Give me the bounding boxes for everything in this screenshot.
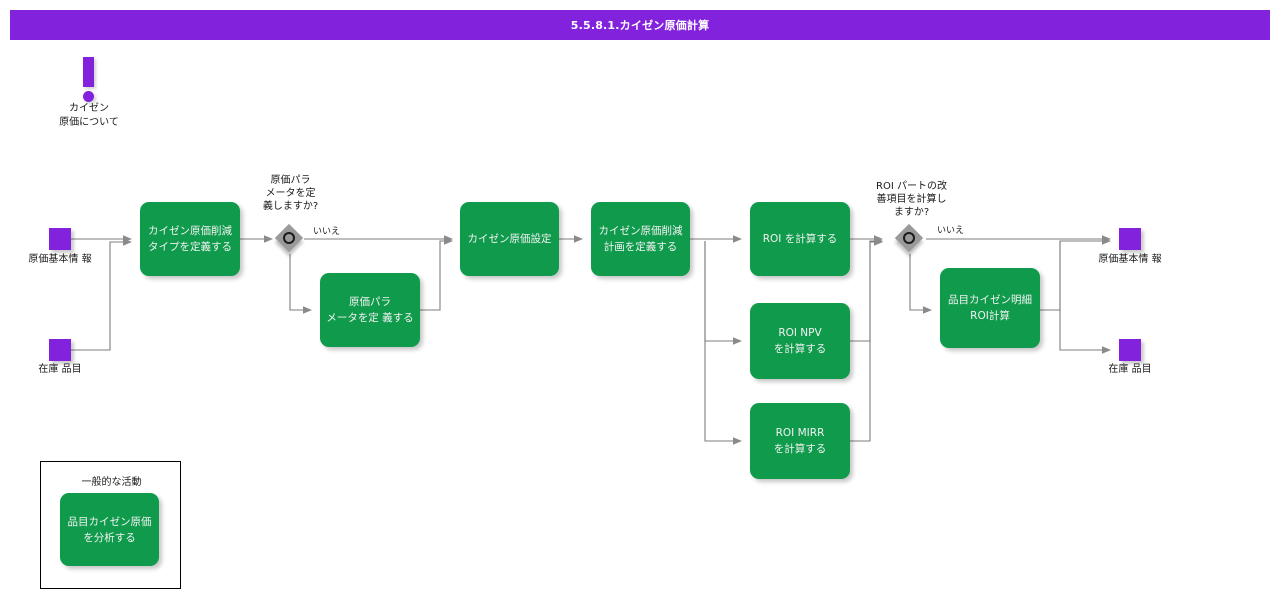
process-label: 品目カイゼン明細 ROI計算 bbox=[948, 294, 1032, 322]
entity-inventory-item-left[interactable] bbox=[49, 339, 71, 361]
decision-ring-icon bbox=[283, 232, 295, 244]
process-label: ROI MIRR を計算する bbox=[773, 427, 827, 455]
decision-calculate-roi-part-improvement[interactable] bbox=[894, 223, 924, 253]
entity-cost-master-info-left[interactable] bbox=[49, 228, 71, 250]
decision-ring-icon bbox=[903, 232, 915, 244]
process-label: 原価パラ メータを定 義する bbox=[326, 296, 414, 324]
window-title-bar: 5.5.8.1.カイゼン原価計算 bbox=[10, 10, 1270, 40]
entity-inventory-item-right-label: 在庫 品目 bbox=[1108, 364, 1152, 375]
process-label: 品目カイゼン原価 を分析する bbox=[67, 515, 152, 544]
process-define-kaizen-cost-reduction-type[interactable]: カイゼン原価削減 タイプを定義する bbox=[140, 202, 240, 276]
decision-define-cost-parameters[interactable] bbox=[274, 223, 304, 253]
decision-define-cost-parameters-label: 原価パラ メータを定 義しますか? bbox=[262, 175, 319, 212]
process-label: カイゼン原価削減 タイプを定義する bbox=[148, 225, 232, 253]
decision-calculate-roi-part-improvement-label: ROI パートの改 善項目を計算し ますか? bbox=[876, 181, 947, 218]
decision-1-no-label: いいえ bbox=[313, 227, 341, 237]
process-calculate-roi-npv[interactable]: ROI NPV を計算する bbox=[750, 303, 850, 379]
page-title: 5.5.8.1.カイゼン原価計算 bbox=[570, 19, 710, 32]
process-item-kaizen-detail-roi-calc[interactable]: 品目カイゼン明細 ROI計算 bbox=[940, 268, 1040, 348]
exclamation-dot bbox=[83, 91, 94, 102]
process-calculate-roi-mirr[interactable]: ROI MIRR を計算する bbox=[750, 403, 850, 479]
exclamation-bar bbox=[83, 57, 94, 87]
entity-inventory-item-left-label: 在庫 品目 bbox=[38, 364, 82, 375]
process-label: カイゼン原価設定 bbox=[467, 233, 552, 245]
process-label: ROI NPV を計算する bbox=[773, 327, 827, 355]
process-label: カイゼン原価削減 計画を定義する bbox=[598, 225, 683, 253]
process-label: ROI を計算する bbox=[762, 233, 838, 245]
entity-cost-master-info-right[interactable] bbox=[1119, 228, 1141, 250]
note-label: カイゼン 原価について bbox=[59, 103, 119, 128]
process-define-cost-parameters[interactable]: 原価パラ メータを定 義する bbox=[320, 273, 420, 347]
entity-cost-master-info-right-label: 原価基本情 報 bbox=[1098, 254, 1162, 265]
entity-cost-master-info-left-label: 原価基本情 報 bbox=[28, 254, 92, 265]
process-define-kaizen-cost-reduction-plan[interactable]: カイゼン原価削減 計画を定義する bbox=[591, 202, 690, 276]
legend-title: 一般的な活動 bbox=[81, 477, 142, 488]
legend-sample-analyze-item-kaizen-cost[interactable]: 品目カイゼン原価 を分析する bbox=[60, 493, 159, 566]
decision-2-no-label: いいえ bbox=[937, 226, 965, 236]
entity-inventory-item-right[interactable] bbox=[1119, 339, 1141, 361]
process-kaizen-cost-setup[interactable]: カイゼン原価設定 bbox=[460, 202, 559, 276]
process-calculate-roi[interactable]: ROI を計算する bbox=[750, 202, 850, 276]
